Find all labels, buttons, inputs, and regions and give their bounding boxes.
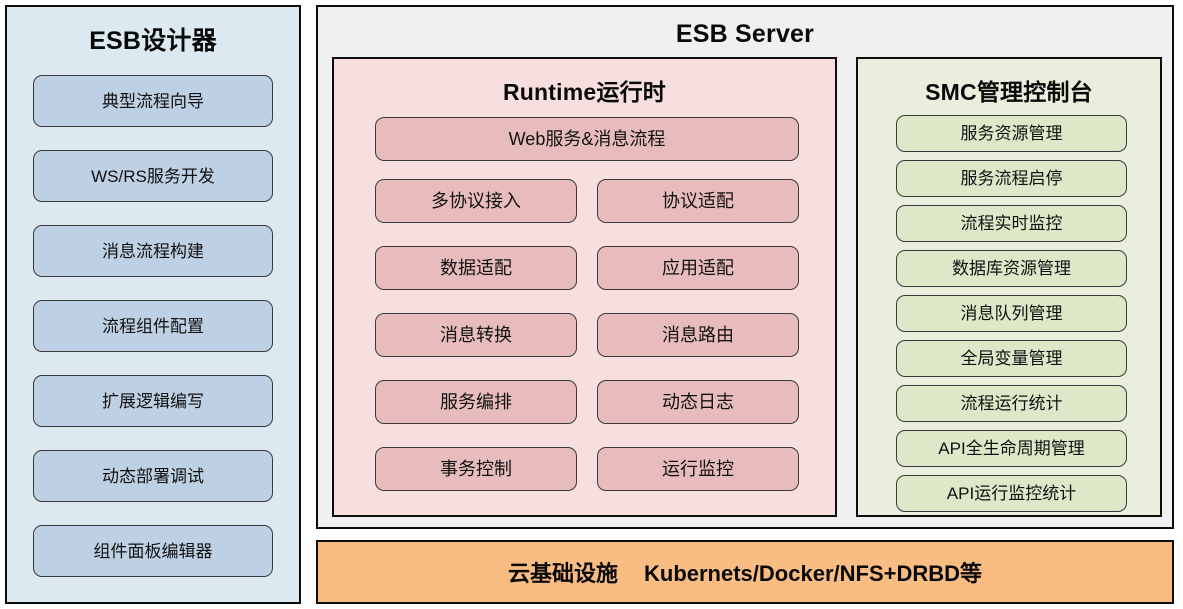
designer-item-typical-flow-wizard[interactable]: 典型流程向导 (33, 75, 273, 127)
smc-console-panel: SMC管理控制台 服务资源管理 服务流程启停 流程实时监控 数据库资源管理 消息… (856, 57, 1162, 517)
esb-designer-item-list: 典型流程向导 WS/RS服务开发 消息流程构建 流程组件配置 扩展逻辑编写 动态… (33, 75, 273, 600)
smc-item-message-queue-management[interactable]: 消息队列管理 (896, 295, 1127, 332)
runtime-item-service-orchestration[interactable]: 服务编排 (375, 380, 577, 424)
designer-item-flow-component-config[interactable]: 流程组件配置 (33, 300, 273, 352)
designer-item-wsrs-service-dev[interactable]: WS/RS服务开发 (33, 150, 273, 202)
esb-server-panel: ESB Server Runtime运行时 Web服务&消息流程 多协议接入 协… (316, 5, 1174, 529)
cloud-infrastructure-panel: 云基础设施 Kubernets/Docker/NFS+DRBD等 (316, 540, 1174, 604)
designer-item-component-panel-editor[interactable]: 组件面板编辑器 (33, 525, 273, 577)
smc-item-service-flow-start-stop[interactable]: 服务流程启停 (896, 160, 1127, 197)
smc-item-api-lifecycle-management[interactable]: API全生命周期管理 (896, 430, 1127, 467)
smc-item-list: 服务资源管理 服务流程启停 流程实时监控 数据库资源管理 消息队列管理 全局变量… (896, 115, 1127, 520)
runtime-item-runtime-monitoring[interactable]: 运行监控 (597, 447, 799, 491)
cloud-infrastructure-label: 云基础设施 (507, 561, 618, 586)
runtime-item-application-adapter[interactable]: 应用适配 (597, 246, 799, 290)
runtime-title: Runtime运行时 (503, 79, 666, 105)
smc-item-api-runtime-monitoring-statistics[interactable]: API运行监控统计 (896, 475, 1127, 512)
smc-item-global-variable-management[interactable]: 全局变量管理 (896, 340, 1127, 377)
smc-item-realtime-flow-monitoring[interactable]: 流程实时监控 (896, 205, 1127, 242)
designer-item-dynamic-deploy-debug[interactable]: 动态部署调试 (33, 450, 273, 502)
runtime-item-web-service-message-flow[interactable]: Web服务&消息流程 (375, 117, 799, 161)
runtime-item-data-adapter[interactable]: 数据适配 (375, 246, 577, 290)
cloud-infrastructure-content: 云基础设施 Kubernets/Docker/NFS+DRBD等 (508, 556, 982, 588)
cloud-infrastructure-stack: Kubernets/Docker/NFS+DRBD等 (644, 561, 983, 586)
smc-item-database-resource-management[interactable]: 数据库资源管理 (896, 250, 1127, 287)
esb-designer-title: ESB设计器 (89, 27, 217, 55)
runtime-item-dynamic-logging[interactable]: 动态日志 (597, 380, 799, 424)
smc-item-service-resource-management[interactable]: 服务资源管理 (896, 115, 1127, 152)
runtime-item-multi-protocol-access[interactable]: 多协议接入 (375, 179, 577, 223)
runtime-item-message-transform[interactable]: 消息转换 (375, 313, 577, 357)
smc-console-title: SMC管理控制台 (925, 79, 1093, 105)
runtime-panel: Runtime运行时 Web服务&消息流程 多协议接入 协议适配 数据适配 应用… (332, 57, 837, 517)
runtime-item-message-routing[interactable]: 消息路由 (597, 313, 799, 357)
runtime-item-grid: 多协议接入 协议适配 数据适配 应用适配 消息转换 消息路由 服务编排 动态日志… (375, 179, 799, 491)
esb-designer-panel: ESB设计器 典型流程向导 WS/RS服务开发 消息流程构建 流程组件配置 扩展… (5, 5, 301, 604)
smc-item-flow-runtime-statistics[interactable]: 流程运行统计 (896, 385, 1127, 422)
designer-item-extension-logic-write[interactable]: 扩展逻辑编写 (33, 375, 273, 427)
designer-item-message-flow-build[interactable]: 消息流程构建 (33, 225, 273, 277)
runtime-item-transaction-control[interactable]: 事务控制 (375, 447, 577, 491)
esb-server-title: ESB Server (675, 20, 815, 48)
runtime-item-protocol-adapter[interactable]: 协议适配 (597, 179, 799, 223)
